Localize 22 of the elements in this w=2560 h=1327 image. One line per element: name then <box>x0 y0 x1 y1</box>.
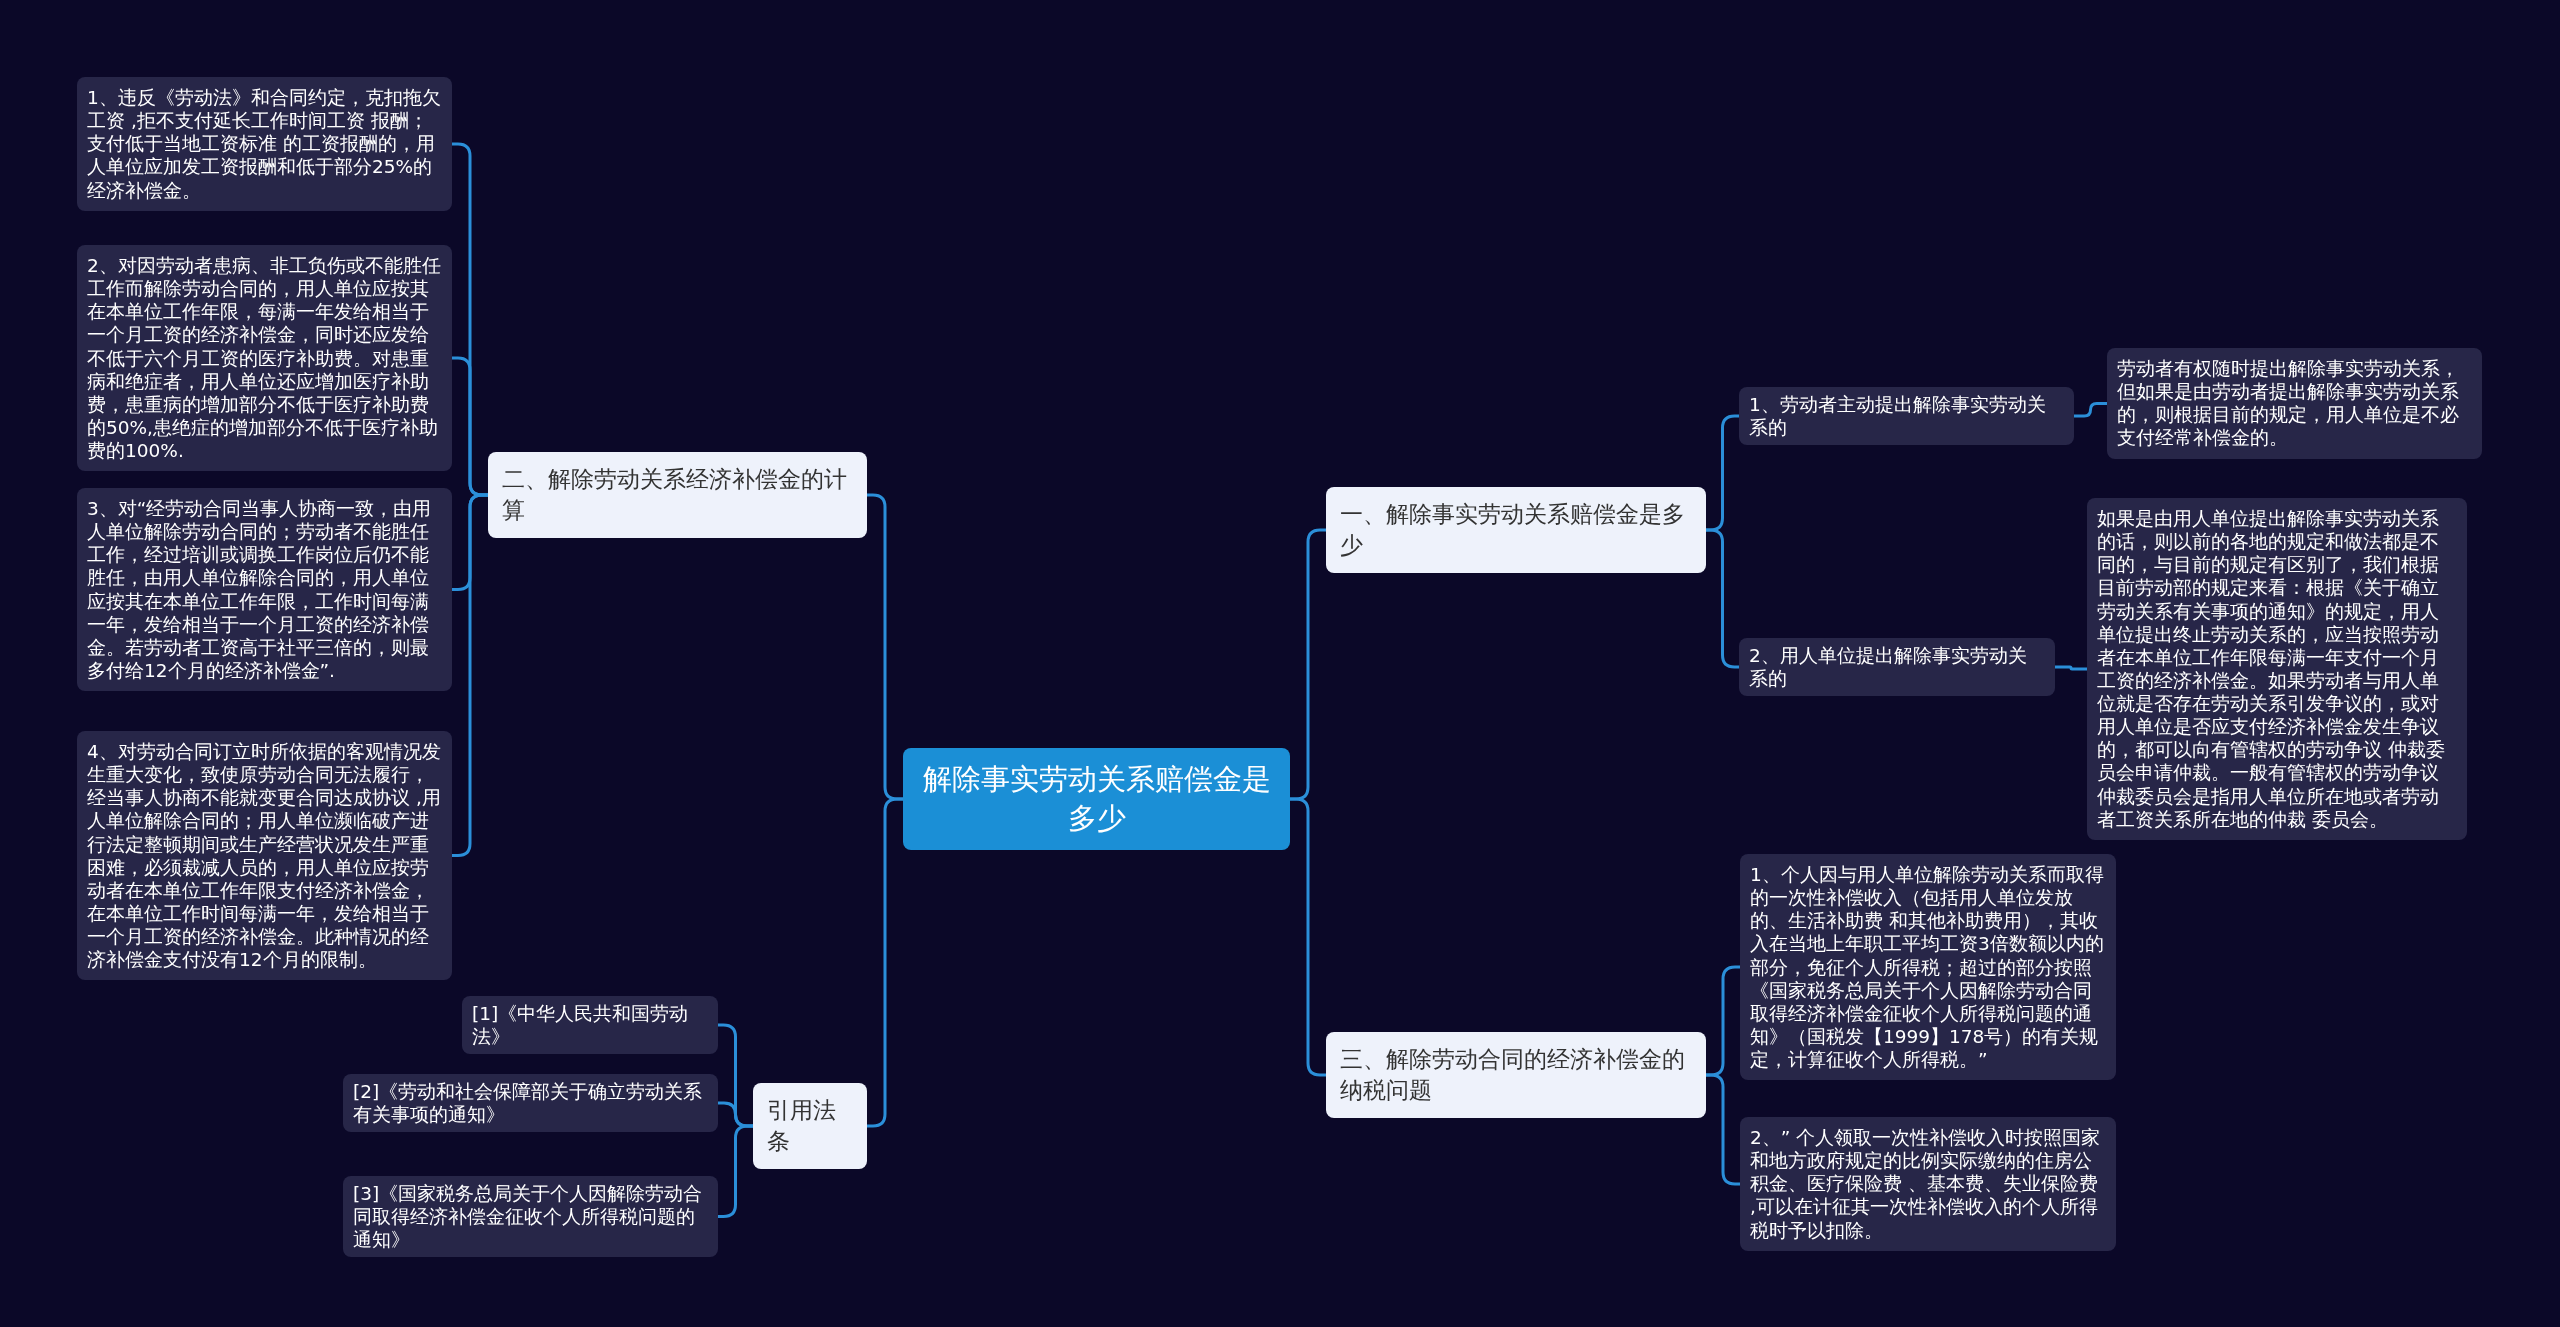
subtopic-box: [1]《中华人民共和国劳动法》 <box>462 996 718 1055</box>
central-topic-box: 解除事实劳动关系赔偿金是多少 <box>903 748 1290 851</box>
text-card: 如果是由用人单位提出解除事实劳动关系的话，则以前的各地的规定和做法都是不同的，与目前的规定有区别了，我们根据目前劳动部的规定来看：根据《关于确立劳动关系有关事项的通知》的规定，用人单位提出终止劳动关系的，应当按照劳动者在本单位工作年限每满一年支付一个月工资的经济补偿金。如果劳动者与用人单位就是否存在劳动关系引发争议的，或对用人单位是否应支付经济补偿金发生争议的，都可以向有管辖权的劳动争议 仲裁委员会申请仲裁。一般有管辖权的劳动争议仲裁委员会是指用人单位所在地或者劳动者工资关系所在地的仲裁 委员会。 <box>2087 498 2467 840</box>
topic-box: 一、解除事实劳动关系赔偿金是多少 <box>1326 487 1706 574</box>
text-card: 劳动者有权随时提出解除事实劳动关系，但如果是由劳动者提出解除事实劳动关系的，则根据目前的规定，用人单位是不必支付经常补偿金的。 <box>2107 348 2482 459</box>
text-card: 4、对劳动合同订立时所依据的客观情况发生重大变化，致使原劳动合同无法履行，经当事人协商不能就变更合同达成协议 ,用人单位解除合同的；用人单位濒临破产进行法定整顿期间或生产经营状况发生严重困难，必须裁减人员的，用人单位应按劳动者在本单位工作年限支付经济补偿金，在本单位工作时间每满一年，发给相当于一个月工资的经济补偿金。此种情况的经济补偿金支付没有12个月的限制。 <box>77 731 452 981</box>
text-card: 3、对“经劳动合同当事人协商一致，由用人单位解除劳动合同的；劳动者不能胜任工作，经过培训或调换工作岗位后仍不能胜任，由用人单位解除合同的，用人单位应按其在本单位工作年限，工作时间每满一年，发给相当于一个月工资的经济补偿金。若劳动者工资高于社平三倍的，则最多付给12个月的经济补偿金”. <box>77 488 452 691</box>
topic-box: 引用法条 <box>753 1083 867 1170</box>
text-card: 2、对因劳动者患病、非工负伤或不能胜任工作而解除劳动合同的，用人单位应按其在本单位工作年限，每满一年发给相当于一个月工资的经济补偿金，同时还应发给不低于六个月工资的医疗补助费。对患重病和绝症者，用人单位还应增加医疗补助费，患重病的增加部分不低于医疗补助费的50%,患绝症的增加部分不低于医疗补助费的100%. <box>77 245 452 472</box>
text-card: 1、违反《劳动法》和合同约定，克扣拖欠工资 ,拒不支付延长工作时间工资 报酬；支付低于当地工资标准 的工资报酬的，用人单位应加发工资报酬和低于部分25%的经济补偿金。 <box>77 77 452 211</box>
connector-line <box>2074 402 2107 418</box>
subtopic-box: 2、用人单位提出解除事实劳动关系的 <box>1739 638 2055 697</box>
subtopic-box: [3]《国家税务总局关于个人因解除劳动合同取得经济补偿金征收个人所得税问题的通知》 <box>343 1176 718 1258</box>
text-card: 2、” 个人领取一次性补偿收入时按照国家和地方政府规定的比例实际缴纳的住房公积金、医疗保险费 、基本费、失业保险费 ,可以在计征其一次性补偿收入的个人所得税时予以扣除。 <box>1740 1117 2116 1251</box>
topic-box: 二、解除劳动关系经济补偿金的计算 <box>488 452 867 539</box>
subtopic-box: [2]《劳动和社会保障部关于确立劳动关系有关事项的通知》 <box>343 1074 718 1133</box>
text-card: 1、个人因与用人单位解除劳动关系而取得的一次性补偿收入（包括用人单位发放的、生活补助费 和其他补助费用），其收入在当地上年职工平均工资3倍数额以内的部分，免征个人所得税；超过的部分按照《国家税务总局关于个人因解除劳动合同取得经济补偿金征收个人所得税问题的通知》（国税发【1999】178号）的有关规定，计算征收个人所得税。” <box>1740 854 2116 1081</box>
connector-line <box>452 493 488 857</box>
connector-line <box>2055 665 2087 671</box>
subtopic-box: 1、劳动者主动提出解除事实劳动关系的 <box>1739 387 2074 446</box>
connector-line <box>867 797 903 1128</box>
topic-box: 三、解除劳动合同的经济补偿金的纳税问题 <box>1326 1032 1706 1119</box>
